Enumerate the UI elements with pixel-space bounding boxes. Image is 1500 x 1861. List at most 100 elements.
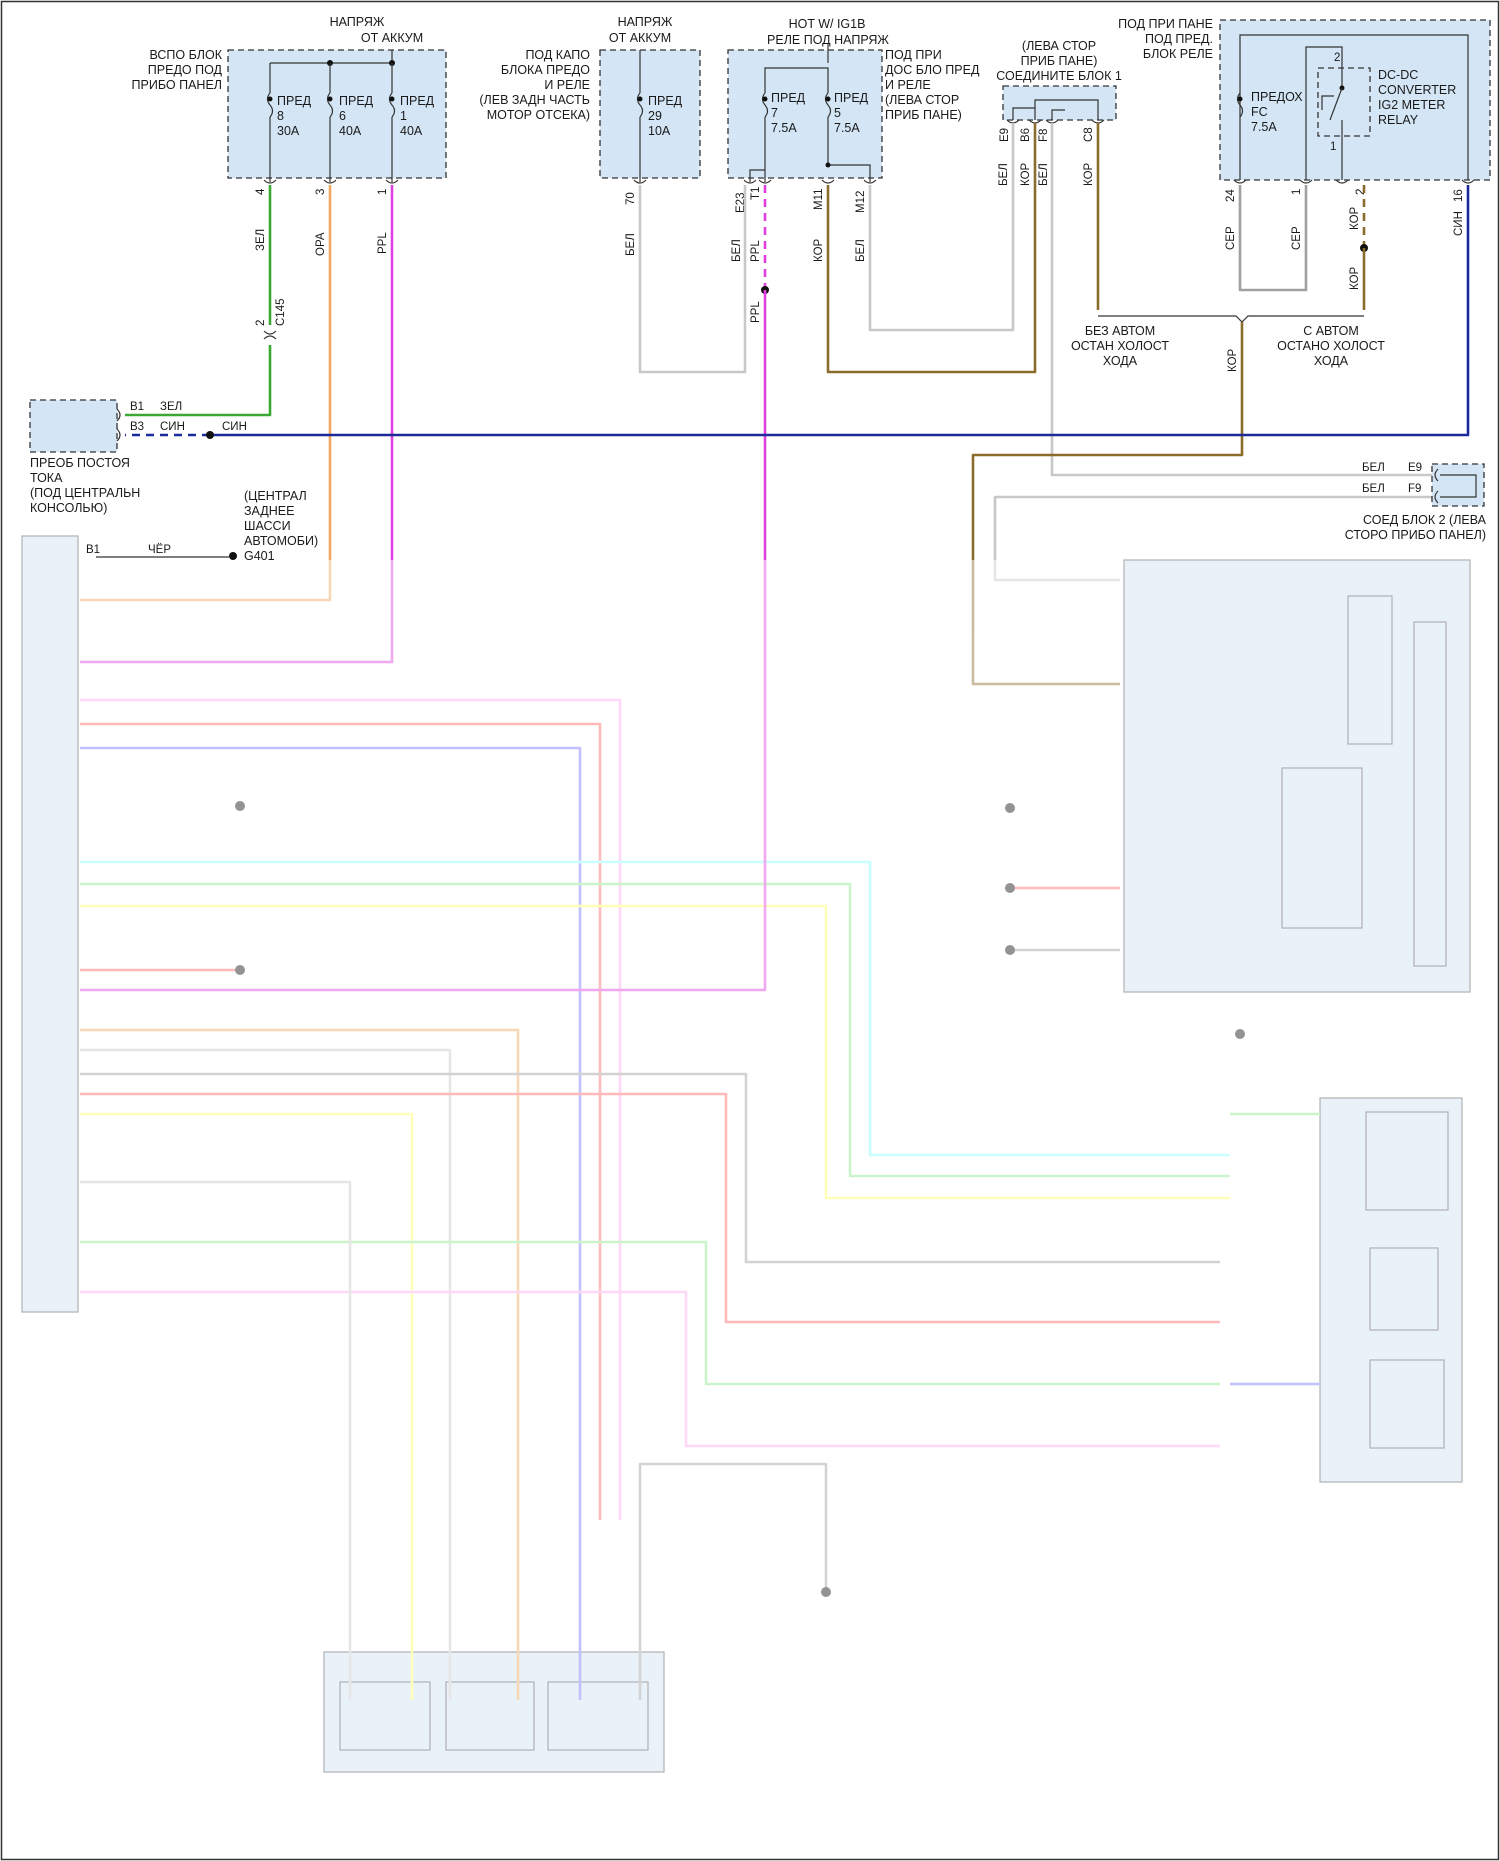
block-title: ПОД ПРИ xyxy=(885,48,942,62)
block-title: ПРИБ ПАНЕ) xyxy=(885,108,962,122)
relay-coil-box xyxy=(1318,68,1370,136)
pin-number: F8 xyxy=(1038,129,1050,142)
wire-white xyxy=(995,560,1120,580)
pin-number: 16 xyxy=(1453,189,1465,202)
fuse-rating: 7.5A xyxy=(1251,120,1277,134)
wire-color-label: БЕЛ xyxy=(625,233,637,256)
fuse-label: ПРЕД xyxy=(339,94,374,108)
pin-number: 2 xyxy=(255,320,267,326)
wire-color-label: ОРА xyxy=(315,232,327,256)
wire-violet xyxy=(80,748,580,1700)
fuse-number: 8 xyxy=(277,109,284,123)
wire-color-label: БЕЛ xyxy=(1362,483,1385,495)
wire-color-label: БЕЛ xyxy=(731,239,743,262)
fuse-rating: 30A xyxy=(277,124,300,138)
pin-number: M11 xyxy=(813,188,825,210)
lower-blurred-section xyxy=(22,536,1470,1772)
block-title: МОТОР ОТСЕКА) xyxy=(487,108,590,122)
wire-pink xyxy=(80,1292,1220,1446)
component-title: (ПОД ЦЕНТРАЛЬН xyxy=(30,486,140,500)
supply-label: HOT W/ IG1B xyxy=(789,17,866,31)
fuse-label: ПРЕДОХ xyxy=(1251,90,1303,104)
wire-light-green xyxy=(80,1242,1220,1384)
wire-color-label: ЧЁР xyxy=(148,544,171,556)
ground-g401: (ЦЕНТРАЛ ЗАДНЕЕ ШАССИ АВТОМОБИ) G401 B1 … xyxy=(86,489,318,563)
variant-label: ХОДА xyxy=(1314,354,1349,368)
block-title: (ЛЕВА СТОР xyxy=(1022,39,1096,53)
fuse-label: ПРЕД xyxy=(648,94,683,108)
wire-color-label: PPL xyxy=(750,301,762,323)
block-title: ВСПО БЛОК xyxy=(149,48,222,62)
block-title: СТОРО ПРИБО ПАНЕЛ) xyxy=(1345,528,1486,542)
fuse-rating: 10A xyxy=(648,124,671,138)
pin-number: T1 xyxy=(750,187,762,200)
ground-name: G401 xyxy=(244,549,275,563)
pin-number: 4 xyxy=(255,188,267,195)
relay-label: CONVERTER xyxy=(1378,83,1456,97)
variant-label: ОСТАН ХОЛОСТ xyxy=(1071,339,1169,353)
pin-number: F9 xyxy=(1408,483,1421,495)
block-title: (ЛЕВА СТОР xyxy=(885,93,959,107)
component-title: ТОКА xyxy=(30,471,63,485)
wire-white xyxy=(870,123,1013,330)
variant-label: ХОДА xyxy=(1103,354,1138,368)
supply-label: НАПРЯЖ xyxy=(618,15,673,29)
pin-number: 1 xyxy=(1330,141,1336,153)
variant-label: С АВТОМ xyxy=(1303,324,1359,338)
wire-red xyxy=(80,1094,1220,1322)
block-title: ДОС БЛО ПРЕД xyxy=(885,63,980,77)
supply-label: ОТ АККУМ xyxy=(361,31,423,45)
relay-label: DC-DC xyxy=(1378,68,1418,82)
module-inner-box xyxy=(1366,1112,1448,1210)
pin-number: 3 xyxy=(315,189,327,195)
pin-number: 70 xyxy=(625,192,637,205)
wire-color-label: СИН xyxy=(222,421,247,433)
wire-color-label: КОР xyxy=(813,238,825,262)
fuse-label: ПРЕД xyxy=(834,91,869,105)
ground-title: АВТОМОБИ) xyxy=(244,534,318,548)
module-inner-box xyxy=(446,1682,534,1750)
fuse-label: FC xyxy=(1251,105,1268,119)
wire-grey xyxy=(640,1464,826,1700)
wire-purple xyxy=(80,560,765,990)
fuse-number: 6 xyxy=(339,109,346,123)
wire-white xyxy=(80,1050,450,1700)
supply-label: ОТ АККУМ xyxy=(609,31,671,45)
module-inner-box xyxy=(1282,768,1362,928)
pin-number: 2 xyxy=(1334,52,1340,64)
left-control-module xyxy=(22,536,78,1312)
fuse-block-instrument-panel: НАПРЯЖ ОТ АККУМ ВСПО БЛОК ПРЕДО ПОД ПРИБ… xyxy=(132,15,446,195)
wire-color-label: БЕЛ xyxy=(1038,163,1050,186)
block-title: (ЛЕВ ЗАДН ЧАСТЬ xyxy=(479,93,590,107)
wire-color-label: СЕР xyxy=(1225,226,1237,250)
pin-number: C8 xyxy=(1083,127,1095,142)
wire-color-label: ЗЕЛ xyxy=(255,229,267,251)
wire-orange xyxy=(80,1030,518,1700)
pin-number: B3 xyxy=(130,421,144,433)
fuse-label: ПРЕД xyxy=(771,91,806,105)
fuse-rating: 40A xyxy=(339,124,362,138)
wire-color-label: ЗЕЛ xyxy=(160,401,182,413)
wire-color-label: PPL xyxy=(750,240,762,262)
fuse-number: 5 xyxy=(834,106,841,120)
pin-number: 24 xyxy=(1225,189,1237,202)
block-title: СОЕД БЛОК 2 (ЛЕВА xyxy=(1363,513,1487,527)
pin-number: B6 xyxy=(1020,128,1032,142)
pin-number: 1 xyxy=(377,189,389,195)
wire-color-label: СИН xyxy=(160,421,185,433)
relay-label: IG2 METER xyxy=(1378,98,1445,112)
wire-color-label: КОР xyxy=(1349,266,1361,290)
ground-title: ЗАДНЕЕ xyxy=(244,504,294,518)
wire-color-label: БЕЛ xyxy=(998,163,1010,186)
wire-color-label: PPL xyxy=(377,232,389,254)
pin-number: B1 xyxy=(130,401,144,413)
wire-yellow xyxy=(80,1114,412,1700)
pin-number: 1 xyxy=(1291,189,1303,195)
wire-color-label: СЕР xyxy=(1291,226,1303,250)
wire-color-label: БЕЛ xyxy=(1362,462,1385,474)
wire-color-label: КОР xyxy=(1083,162,1095,186)
pin-number: E9 xyxy=(999,128,1011,142)
module-inner-box xyxy=(548,1682,648,1750)
block-title: И РЕЛЕ xyxy=(885,78,931,92)
wire-white xyxy=(640,185,745,372)
